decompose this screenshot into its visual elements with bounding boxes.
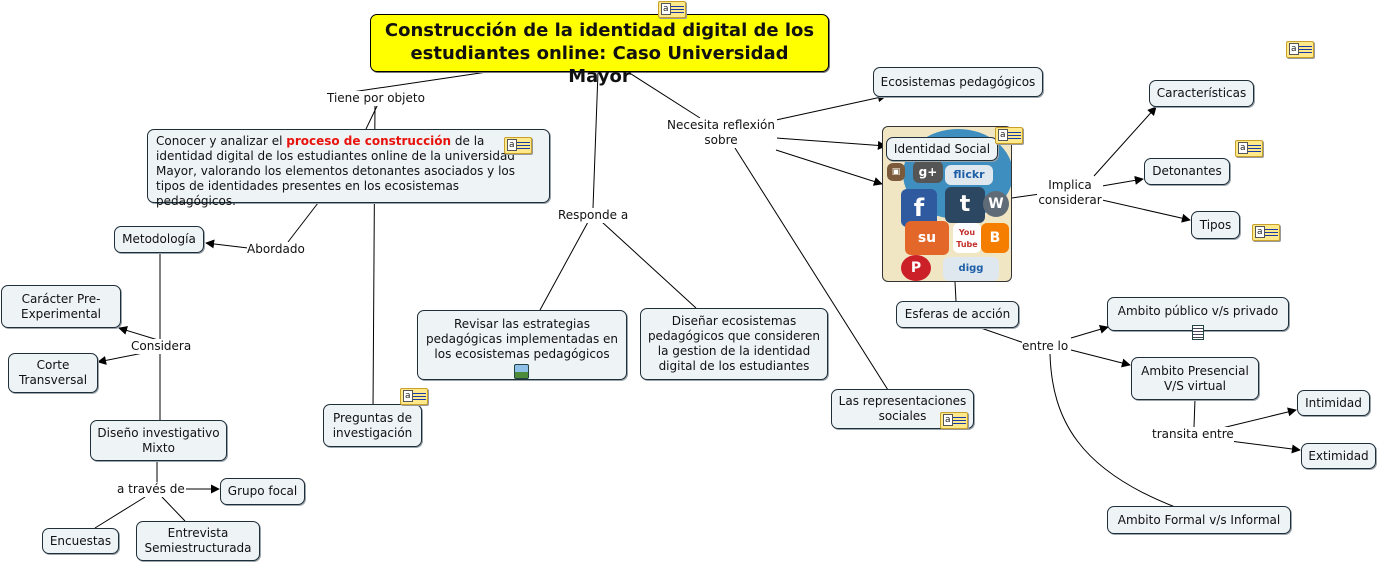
node-esferas-de-accion[interactable]: Esferas de acción <box>896 301 1019 328</box>
note-icon[interactable]: a <box>400 388 428 405</box>
label-considera: Considera <box>131 339 191 354</box>
node-detonantes[interactable]: Detonantes <box>1144 158 1230 185</box>
node-disenar-ecosistemas[interactable]: Diseñar ecosistemas pedagógicos que cons… <box>640 308 828 380</box>
note-icon[interactable]: a <box>940 412 968 429</box>
node-identidad-social[interactable]: Identidad Social <box>886 137 998 161</box>
note-icon[interactable]: a <box>1235 140 1263 157</box>
note-icon[interactable]: a <box>995 127 1023 144</box>
node-encuestas[interactable]: Encuestas <box>42 528 119 554</box>
node-preguntas-investigacion[interactable]: Preguntas de investigación <box>323 404 422 447</box>
label-necesita-reflexion: Necesita reflexión sobre <box>665 118 777 148</box>
pinterest-logo: P <box>901 255 931 281</box>
wordpress-logo: W <box>983 191 1009 217</box>
node-caracter-pre-experimental[interactable]: Carácter Pre-Experimental <box>1 285 121 328</box>
label-responde-a: Responde a <box>558 208 628 223</box>
node-tipos[interactable]: Tipos <box>1191 211 1240 239</box>
tumblr-logo: t <box>945 187 985 223</box>
digg-logo: digg <box>943 257 999 281</box>
note-icon[interactable]: a <box>1286 41 1314 58</box>
label-abordado: Abordado <box>247 242 305 257</box>
image-icon[interactable] <box>514 364 529 379</box>
note-icon[interactable]: a <box>658 1 686 18</box>
document-icon[interactable] <box>1192 325 1204 340</box>
node-corte-transversal[interactable]: Corte Transversal <box>8 353 98 393</box>
label-implica-considerar: Implica considerar <box>1037 178 1103 208</box>
youtube-logo: You Tube <box>953 223 981 253</box>
node-caracteristicas[interactable]: Características <box>1149 80 1254 107</box>
note-icon[interactable]: a <box>504 137 532 154</box>
blogger-logo: B <box>981 223 1009 253</box>
node-ecosistemas-pedagogicos[interactable]: Ecosistemas pedagógicos <box>873 67 1043 97</box>
label-transita-entre: transita entre <box>1152 427 1234 442</box>
flickr-logo: flickr <box>945 165 993 185</box>
node-entrevista[interactable]: Entrevista Semiestructurada <box>136 521 260 561</box>
node-ambito-presencial[interactable]: Ambito Presencial V/S virtual <box>1131 357 1259 400</box>
main-title[interactable]: Construcción de la identidad digital de … <box>370 14 829 72</box>
node-intimidad[interactable]: Intimidad <box>1297 390 1370 416</box>
highlight-text: proceso de construcción <box>286 134 451 148</box>
node-diseno-investigativo[interactable]: Diseño investigativo Mixto <box>90 420 227 461</box>
node-grupo-focal[interactable]: Grupo focal <box>220 478 305 505</box>
label-a-traves-de: a través de <box>117 482 185 497</box>
objective-node[interactable]: Conocer y analizar el proceso de constru… <box>147 129 550 203</box>
note-icon[interactable]: a <box>1252 224 1280 241</box>
node-ambito-formal[interactable]: Ambito Formal v/s Informal <box>1107 506 1291 534</box>
node-extimidad[interactable]: Extimidad <box>1301 443 1376 469</box>
label-entre-lo: entre lo <box>1022 339 1068 354</box>
node-metodologia[interactable]: Metodología <box>114 226 204 253</box>
stumbleupon-logo: su <box>905 221 949 255</box>
label-tiene-por-objeto: Tiene por objeto <box>327 91 425 106</box>
google-plus-logo: g+ <box>913 161 943 183</box>
